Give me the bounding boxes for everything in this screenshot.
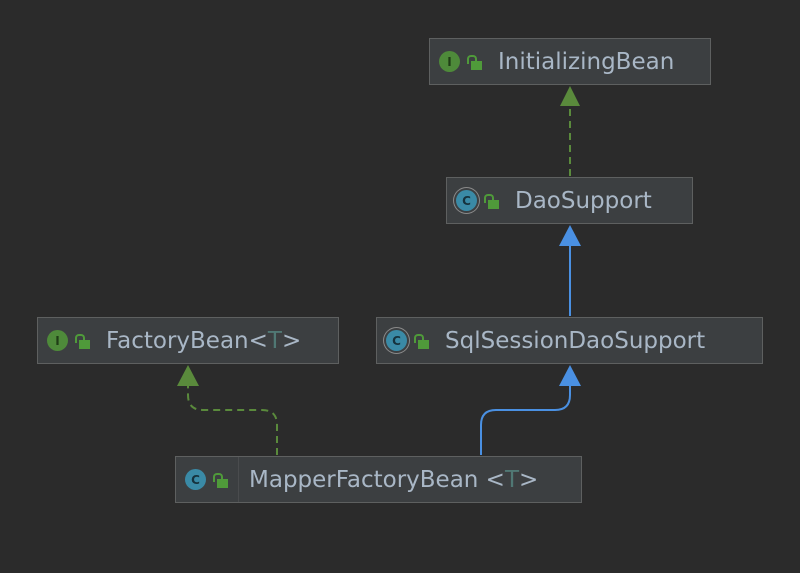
edge-mapper-extends-sql — [480, 365, 581, 455]
public-lock-icon — [74, 333, 90, 349]
node-label: InitializingBean — [498, 48, 675, 75]
edge-mapper-implements-factory — [177, 365, 278, 455]
edge-sql-extends-dao — [559, 225, 581, 316]
node-sql-session-dao-support[interactable]: C SqlSessionDaoSupport — [376, 317, 763, 364]
node-label: MapperFactoryBean <T> — [249, 466, 539, 493]
node-dao-support[interactable]: C DaoSupport — [446, 177, 693, 224]
node-label: FactoryBean<T> — [106, 327, 302, 354]
edge-dao-implements-initializing — [560, 86, 580, 176]
interface-icon: I — [439, 51, 460, 72]
interface-icon: I — [47, 330, 68, 351]
node-label: SqlSessionDaoSupport — [445, 327, 706, 354]
node-factory-bean[interactable]: I FactoryBean<T> — [37, 317, 339, 364]
public-lock-icon — [466, 54, 482, 70]
public-lock-icon — [212, 472, 228, 488]
public-lock-icon — [483, 193, 499, 209]
node-label: DaoSupport — [515, 187, 652, 214]
abstract-class-icon: C — [386, 330, 407, 351]
abstract-class-icon: C — [456, 190, 477, 211]
public-lock-icon — [413, 333, 429, 349]
divider — [238, 457, 239, 502]
class-icon: C — [185, 469, 206, 490]
node-initializing-bean[interactable]: I InitializingBean — [429, 38, 711, 85]
node-mapper-factory-bean[interactable]: C MapperFactoryBean <T> — [175, 456, 582, 503]
